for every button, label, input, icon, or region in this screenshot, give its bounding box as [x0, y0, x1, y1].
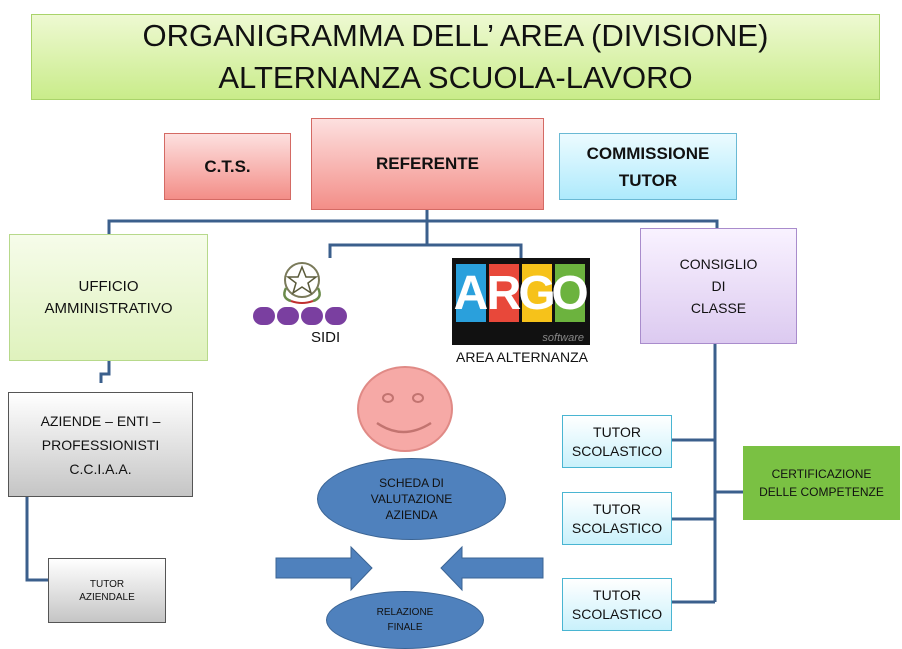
- emblem-icon: [283, 262, 321, 304]
- tutor-aziendale-label-2: AZIENDALE: [79, 591, 135, 603]
- scheda-label-3: AZIENDA: [385, 508, 438, 522]
- relazione-label-2: FINALE: [387, 622, 423, 633]
- tutor-scolastico-2-label-2: SCOLASTICO: [571, 519, 663, 536]
- title-line-2: ALTERNANZA SCUOLA-LAVORO: [218, 60, 693, 95]
- tutor-scolastico-box-3: TUTOR SCOLASTICO: [562, 578, 672, 631]
- tutor-scolastico-1-label-2: SCOLASTICO: [571, 442, 663, 459]
- relazione-label-1: RELAZIONE: [376, 607, 434, 618]
- aziende-box: AZIENDE – ENTI – PROFESSIONISTI C.C.I.A.…: [8, 392, 193, 497]
- cts-box: C.T.S.: [164, 133, 291, 200]
- referente-label: REFERENTE: [376, 154, 479, 173]
- tutor-scolastico-3-label-1: TUTOR: [593, 586, 641, 603]
- tutor-scolastico-3-label-2: SCOLASTICO: [571, 605, 663, 622]
- argo-software-label: software: [542, 332, 584, 344]
- scheda-label-1: SCHEDA DI: [379, 476, 444, 490]
- argo-letter-o: O: [551, 264, 589, 322]
- smiley-face-icon: [357, 366, 453, 452]
- sidi-label: SIDI: [311, 329, 341, 346]
- consiglio-di-classe-box: CONSIGLIO DI CLASSE: [640, 228, 797, 344]
- consiglio-label-1: CONSIGLIO: [679, 256, 758, 272]
- miur-pill-m: [253, 307, 275, 325]
- miur-wordmark: [253, 307, 347, 325]
- tutor-aziendale-label-1: TUTOR: [89, 578, 125, 590]
- arrow-left-shape: [440, 545, 544, 592]
- ufficio-amministrativo-box: UFFICIO AMMINISTRATIVO: [9, 234, 208, 361]
- referente-box: REFERENTE: [311, 118, 544, 210]
- aziende-label-3: C.C.I.A.A.: [69, 460, 132, 477]
- relazione-finale-oval: RELAZIONE FINALE: [326, 591, 484, 649]
- aziende-label-1: AZIENDE – ENTI –: [40, 412, 161, 429]
- miur-pill-i: [277, 307, 299, 325]
- connector-tutor-aziendale: [25, 497, 48, 582]
- connector-aziende: [99, 361, 111, 383]
- certificazione-competenze-box: CERTIFICAZIONE DELLE COMPETENZE: [743, 446, 900, 520]
- aziende-label-2: PROFESSIONISTI: [41, 436, 160, 453]
- argo-letter-r: R: [487, 264, 521, 322]
- certificazione-label-2: DELLE COMPETENZE: [759, 485, 884, 499]
- tutor-scolastico-box-2: TUTOR SCOLASTICO: [562, 492, 672, 545]
- commissione-tutor-box: COMMISSIONE TUTOR: [559, 133, 737, 200]
- tutor-scolastico-box-1: TUTOR SCOLASTICO: [562, 415, 672, 468]
- page-title: ORGANIGRAMMA DELL’ AREA (DIVISIONE) ALTE…: [31, 14, 880, 100]
- title-line-1: ORGANIGRAMMA DELL’ AREA (DIVISIONE): [142, 18, 769, 53]
- area-alternanza-label: AREA ALTERNANZA: [456, 349, 589, 365]
- argo-letter-a: A: [454, 264, 488, 322]
- cts-label: C.T.S.: [204, 156, 251, 176]
- certificazione-label-1: CERTIFICAZIONE: [771, 467, 872, 481]
- consiglio-label-3: CLASSE: [690, 300, 747, 316]
- commissione-label-2: TUTOR: [618, 170, 678, 190]
- argo-logo: A R G O software: [452, 258, 590, 345]
- tutor-aziendale-box: TUTOR AZIENDALE: [48, 558, 166, 623]
- scheda-valutazione-oval: SCHEDA DI VALUTAZIONE AZIENDA: [317, 458, 506, 540]
- miur-logo: SIDI: [253, 258, 371, 346]
- miur-pill-u: [301, 307, 323, 325]
- argo-letter-g: G: [518, 264, 556, 322]
- ufficio-label-2: AMMINISTRATIVO: [44, 299, 173, 317]
- tutor-scolastico-1-label-1: TUTOR: [593, 423, 641, 440]
- connector-ufficio: [107, 219, 427, 234]
- consiglio-label-2: DI: [711, 278, 726, 294]
- scheda-label-2: VALUTAZIONE: [370, 492, 453, 506]
- tutor-scolastico-2-label-1: TUTOR: [593, 500, 641, 517]
- connector-logos: [328, 243, 523, 258]
- arrow-right-shape: [275, 545, 373, 592]
- ufficio-label-1: UFFICIO: [78, 277, 139, 295]
- connector-consiglio: [427, 219, 719, 228]
- argo-wordmark: A R G O: [454, 264, 589, 322]
- commissione-label-1: COMMISSIONE: [586, 143, 710, 163]
- miur-pill-r: [325, 307, 347, 325]
